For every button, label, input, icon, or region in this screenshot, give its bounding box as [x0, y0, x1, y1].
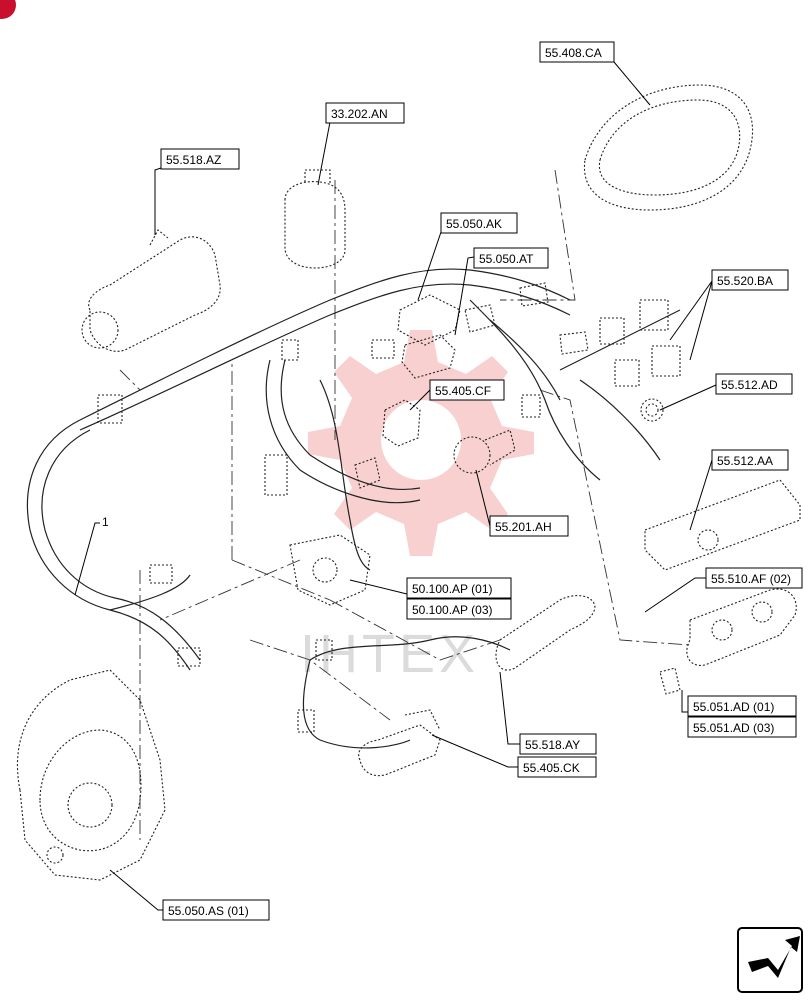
watermark-text: ІНТЕХ	[300, 624, 479, 684]
stalk-switch-ay	[495, 595, 596, 671]
callout-50100AP01[interactable]: 50.100.AP (01)	[406, 577, 512, 599]
svg-text:55.405.CK: 55.405.CK	[523, 761, 580, 775]
reservoir	[284, 169, 346, 269]
sensor	[659, 667, 681, 695]
callouts: 55.408.CA 33.202.AN 55.518.AZ 55.050.AK …	[102, 41, 803, 921]
item-number: 1	[102, 515, 109, 529]
callout-55051AD03[interactable]: 55.051.AD (03)	[687, 716, 797, 738]
power-socket	[640, 398, 664, 422]
callout-55050AS01[interactable]: 55.050.AS (01)	[162, 899, 270, 921]
callout-55050AT[interactable]: 55.050.AT	[473, 247, 549, 269]
rocker-switches	[559, 299, 681, 387]
svg-text:55.051.AD (03): 55.051.AD (03)	[693, 721, 774, 735]
callout-55510AF02[interactable]: 55.510.AF (02)	[705, 567, 803, 589]
ignition-switch	[453, 429, 516, 474]
svg-text:55.512.AA: 55.512.AA	[717, 454, 773, 468]
callout-55201AH[interactable]: 55.201.AH	[489, 515, 569, 537]
svg-text:55.405.CF: 55.405.CF	[435, 384, 491, 398]
blower	[289, 534, 371, 606]
centerlines	[119, 169, 691, 840]
callout-55520BA[interactable]: 55.520.BA	[711, 269, 789, 291]
next-page-arrow-icon[interactable]	[737, 927, 803, 993]
wire-harness	[26, 268, 681, 749]
svg-text:50.100.AP (01): 50.100.AP (01)	[412, 582, 493, 596]
climate-control	[686, 588, 797, 666]
svg-text:50.100.AP (03): 50.100.AP (03)	[412, 603, 493, 617]
svg-text:55.050.AK: 55.050.AK	[446, 217, 502, 231]
callout-55408CA[interactable]: 55.408.CA	[539, 41, 615, 63]
callout-55051AD01[interactable]: 55.051.AD (01)	[687, 695, 797, 717]
wiper-motor	[81, 229, 221, 352]
callout-55512AA[interactable]: 55.512.AA	[711, 449, 789, 471]
callout-55405CF[interactable]: 55.405.CF	[429, 379, 505, 401]
svg-text:33.202.AN: 33.202.AN	[331, 107, 388, 121]
svg-text:55.051.AD (01): 55.051.AD (01)	[693, 700, 774, 714]
svg-text:55.050.AS (01): 55.050.AS (01)	[168, 904, 249, 918]
callout-55405CK[interactable]: 55.405.CK	[517, 756, 597, 778]
callout-55518AZ[interactable]: 55.518.AZ	[160, 148, 240, 170]
svg-text:55.201.AH: 55.201.AH	[495, 520, 552, 534]
radio	[644, 479, 801, 571]
harness-connectors	[97, 339, 541, 733]
transmission-housing	[16, 669, 166, 881]
switch-cf	[354, 399, 421, 489]
callout-55512AD[interactable]: 55.512.AD	[715, 373, 793, 395]
callout-33202AN[interactable]: 33.202.AN	[325, 102, 405, 124]
svg-text:55.518.AY: 55.518.AY	[525, 738, 580, 752]
svg-text:55.520.BA: 55.520.BA	[717, 274, 773, 288]
svg-text:55.408.CA: 55.408.CA	[545, 46, 602, 60]
svg-text:55.512.AD: 55.512.AD	[721, 378, 778, 392]
callout-55050AK[interactable]: 55.050.AK	[440, 212, 518, 234]
instrument-cluster	[583, 84, 754, 211]
connector-at	[401, 282, 549, 379]
callout-55518AY[interactable]: 55.518.AY	[519, 733, 597, 755]
callout-50100AP03[interactable]: 50.100.AP (03)	[406, 598, 512, 620]
stalk-switch-ck	[358, 709, 441, 777]
corner-badge-icon	[0, 0, 16, 19]
svg-text:55.050.AT: 55.050.AT	[479, 252, 534, 266]
module-ak	[397, 294, 461, 346]
svg-text:55.518.AZ: 55.518.AZ	[166, 153, 221, 167]
svg-text:55.510.AF (02): 55.510.AF (02)	[711, 572, 791, 586]
parts	[16, 84, 801, 881]
